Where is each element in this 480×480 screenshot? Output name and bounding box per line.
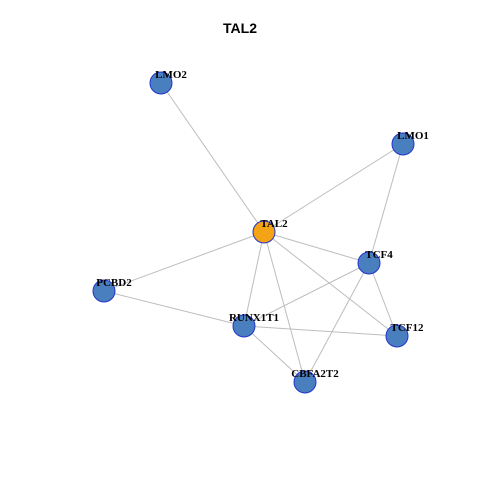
edge-tcf4-tcf12: [368, 262, 398, 337]
node-cbfa2t2[interactable]: CBFA2T2: [291, 368, 339, 394]
node-label-tcf12: TCF12: [391, 322, 425, 334]
node-label-lmo2: LMO2: [155, 69, 187, 81]
node-label-lmo1: LMO1: [397, 130, 429, 142]
edge-tal2-tcf4: [263, 231, 370, 264]
node-label-runx1t1: RUNX1T1: [229, 312, 279, 324]
node-tcf4[interactable]: TCF4: [357, 249, 393, 275]
edge-pcbd2-runx1t1: [103, 290, 245, 327]
node-circle-cbfa2t2[interactable]: [293, 370, 317, 394]
node-tal2[interactable]: TAL2: [252, 218, 288, 244]
edge-tal2-lmo1: [263, 143, 404, 233]
edge-tal2-pcbd2: [103, 231, 265, 292]
edge-tal2-lmo2: [160, 82, 265, 233]
node-circle-tcf12[interactable]: [385, 324, 409, 348]
node-label-tal2: TAL2: [260, 218, 288, 230]
node-circle-lmo1[interactable]: [391, 132, 415, 156]
edge-tcf4-runx1t1: [243, 262, 370, 327]
node-runx1t1[interactable]: RUNX1T1: [229, 312, 279, 338]
edge-tal2-tcf12: [263, 231, 398, 337]
edge-lmo1-tcf4: [368, 143, 404, 264]
node-circle-pcbd2[interactable]: [92, 279, 116, 303]
graph-title: TAL2: [223, 20, 257, 36]
node-label-tcf4: TCF4: [365, 249, 393, 261]
node-lmo2[interactable]: LMO2: [149, 69, 187, 95]
node-label-pcbd2: PCBD2: [96, 277, 132, 289]
node-pcbd2[interactable]: PCBD2: [92, 277, 132, 303]
edge-runx1t1-tcf12: [243, 325, 398, 337]
node-circle-tcf4[interactable]: [357, 251, 381, 275]
edge-tal2-cbfa2t2: [263, 231, 306, 383]
edges-layer: [103, 82, 404, 383]
edge-runx1t1-cbfa2t2: [243, 325, 306, 383]
node-lmo1[interactable]: LMO1: [391, 130, 429, 156]
edge-tcf4-cbfa2t2: [304, 262, 370, 383]
node-circle-runx1t1[interactable]: [232, 314, 256, 338]
edge-tal2-runx1t1: [243, 231, 265, 327]
node-label-cbfa2t2: CBFA2T2: [291, 368, 339, 380]
node-circle-lmo2[interactable]: [149, 71, 173, 95]
node-circle-tal2[interactable]: [252, 220, 276, 244]
node-tcf12[interactable]: TCF12: [385, 322, 425, 348]
